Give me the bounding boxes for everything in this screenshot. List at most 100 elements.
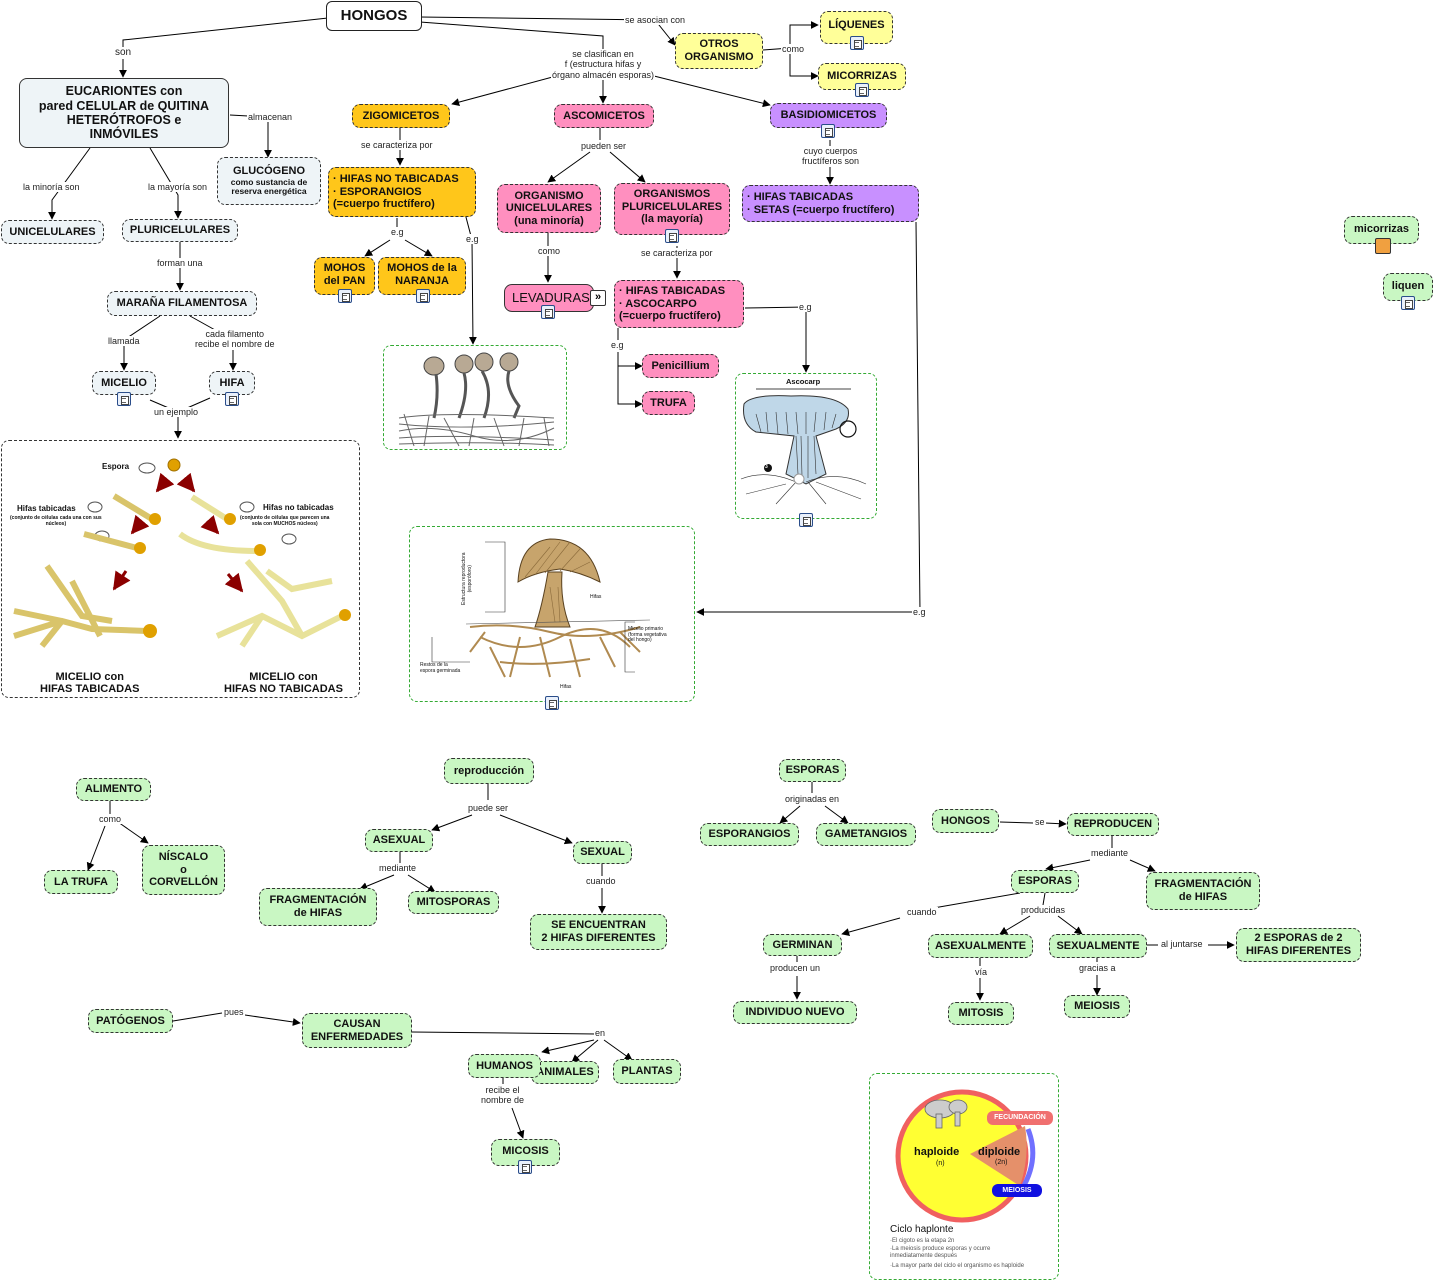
node-individuo-nuevo[interactable]: INDIVIDUO NUEVO bbox=[733, 1001, 857, 1024]
panel-ascocarp-image[interactable]: Ascocarp 3 bbox=[735, 373, 877, 519]
node-causan[interactable]: CAUSAN ENFERMEDADES bbox=[302, 1013, 412, 1048]
node-animales[interactable]: ANIMALES bbox=[531, 1061, 599, 1084]
label-hifas-b: Hifas bbox=[560, 684, 572, 690]
node-mohos-naranja[interactable]: MOHOS de la NARANJA bbox=[378, 257, 466, 295]
link-label: puede ser bbox=[467, 803, 510, 814]
node-fragmentacion-2[interactable]: FRAGMENTACIÓN de HIFAS bbox=[1146, 872, 1260, 910]
label-haploide-n: (n) bbox=[936, 1160, 945, 1167]
note-icon[interactable] bbox=[850, 36, 864, 50]
note-icon[interactable] bbox=[799, 513, 813, 527]
node-hifa[interactable]: HIFA bbox=[209, 371, 255, 395]
node-basidiomicetos[interactable]: BASIDIOMICETOS bbox=[770, 103, 887, 128]
note-icon[interactable] bbox=[518, 1160, 532, 1174]
node-germinan[interactable]: GERMINAN bbox=[763, 934, 842, 956]
node-ascomicetos[interactable]: ASCOMICETOS bbox=[554, 104, 654, 128]
node-reproducen[interactable]: REPRODUCEN bbox=[1067, 813, 1159, 836]
link-label: como bbox=[537, 246, 562, 257]
note-icon[interactable] bbox=[338, 289, 352, 303]
node-trufa[interactable]: TRUFA bbox=[642, 391, 695, 415]
node-asexualmente[interactable]: ASEXUALMENTE bbox=[928, 934, 1033, 958]
node-org-unicelulares[interactable]: ORGANISMO UNICELULARES (una minoría) bbox=[497, 184, 601, 233]
note-icon[interactable] bbox=[665, 229, 679, 243]
node-alimento[interactable]: ALIMENTO bbox=[76, 778, 151, 801]
note-icon[interactable] bbox=[225, 392, 239, 406]
node-penicillium[interactable]: Penicillium bbox=[642, 354, 719, 378]
link-label: mediante bbox=[1090, 848, 1130, 859]
node-gametangios[interactable]: GAMETANGIOS bbox=[816, 823, 916, 846]
link-label: en bbox=[594, 1028, 607, 1039]
label-hifas-tabicadas: Hifas tabicadas bbox=[17, 504, 76, 513]
node-patogenos[interactable]: PATÓGENOS bbox=[88, 1009, 173, 1033]
node-sexual[interactable]: SEXUAL bbox=[573, 841, 632, 864]
node-sexualmente[interactable]: SEXUALMENTE bbox=[1049, 934, 1147, 958]
link-label: e.g bbox=[798, 302, 813, 313]
label-ascocarp: Ascocarp bbox=[786, 377, 821, 386]
label-cycle-line-3: ·La mayor parte del ciclo el organismo e… bbox=[890, 1263, 1025, 1269]
node-eucariontes[interactable]: EUCARIONTES con pared CELULAR de QUITINA… bbox=[19, 78, 229, 148]
link-label: mediante bbox=[378, 863, 418, 874]
link-label: cada filamento recibe el nombre de bbox=[194, 329, 276, 350]
node-dos-esporas[interactable]: 2 ESPORAS de 2 HIFAS DIFERENTES bbox=[1236, 928, 1361, 962]
note-icon[interactable] bbox=[117, 392, 131, 406]
node-esporas-2[interactable]: ESPORAS bbox=[1011, 870, 1079, 893]
link-label: recibe el nombre de bbox=[480, 1085, 526, 1106]
node-esporangios[interactable]: ESPORANGIOS bbox=[700, 823, 799, 846]
node-otros-organismo[interactable]: OTROS ORGANISMO bbox=[675, 33, 763, 69]
label-restos-espora: Restos de la espora germinada bbox=[420, 662, 461, 674]
label-micelio-no-tabicadas: MICELIO con HIFAS NO TABICADAS bbox=[224, 671, 343, 696]
node-asexual[interactable]: ASEXUAL bbox=[365, 829, 433, 852]
link-label: e.g bbox=[912, 607, 927, 618]
node-plantas[interactable]: PLANTAS bbox=[613, 1059, 681, 1084]
node-hongos-2[interactable]: HONGOS bbox=[932, 809, 999, 833]
note-icon[interactable] bbox=[1375, 238, 1391, 254]
node-org-pluricelulares[interactable]: ORGANISMOS PLURICELULARES (la mayoría) bbox=[614, 183, 730, 235]
node-fragmentacion-1[interactable]: FRAGMENTACIÓN de HIFAS bbox=[259, 888, 377, 926]
expand-icon[interactable]: » bbox=[590, 290, 606, 306]
node-unicelulares[interactable]: UNICELULARES bbox=[1, 220, 104, 244]
node-niscalo[interactable]: NÍSCALO o CORVELLÓN bbox=[142, 845, 225, 895]
note-icon[interactable] bbox=[416, 289, 430, 303]
link-label: se bbox=[1034, 817, 1046, 828]
node-hongos[interactable]: HONGOS bbox=[326, 1, 422, 31]
haplont-cycle-diagram bbox=[895, 1089, 1036, 1223]
node-pluricelulares[interactable]: PLURICELULARES bbox=[122, 219, 238, 242]
node-micelio[interactable]: MICELIO bbox=[92, 371, 156, 395]
link-label: cuando bbox=[585, 876, 617, 887]
node-glucogeno[interactable]: GLUCÓGENO como sustancia de reserva ener… bbox=[217, 157, 321, 205]
label-ciclo-haplonte: Ciclo haplonte bbox=[890, 1224, 954, 1235]
link-label: e.g bbox=[465, 234, 480, 245]
node-micorrizas-small[interactable]: micorrizas bbox=[1344, 216, 1419, 244]
link-label: originadas en bbox=[784, 794, 841, 805]
node-marana[interactable]: MARAÑA FILAMENTOSA bbox=[107, 291, 257, 316]
link-label: al juntarse bbox=[1160, 939, 1204, 950]
note-icon[interactable] bbox=[821, 124, 835, 138]
node-mitosporas[interactable]: MITOSPORAS bbox=[408, 891, 499, 914]
link-label: pues bbox=[223, 1007, 245, 1018]
node-la-trufa[interactable]: LA TRUFA bbox=[44, 870, 118, 894]
node-asco-caracteristicas[interactable]: · HIFAS TABICADAS · ASCOCARPO (=cuerpo f… bbox=[614, 280, 744, 328]
node-esporas-top[interactable]: ESPORAS bbox=[779, 759, 846, 782]
node-humanos[interactable]: HUMANOS bbox=[468, 1054, 541, 1078]
link-label: son bbox=[114, 47, 133, 59]
link-label: e.g bbox=[610, 340, 625, 351]
node-mitosis[interactable]: MITOSIS bbox=[948, 1002, 1014, 1025]
panel-haplont-cycle[interactable]: FECUNDACIÓN MEIOSIS haploide (n) diploid… bbox=[869, 1073, 1059, 1280]
node-se-encuentran[interactable]: SE ENCUENTRAN 2 HIFAS DIFERENTES bbox=[530, 914, 667, 950]
panel-zygomycete-image[interactable] bbox=[383, 345, 567, 450]
node-levaduras[interactable]: LEVADURAS bbox=[504, 284, 594, 312]
node-meiosis[interactable]: MEIOSIS bbox=[1064, 995, 1130, 1018]
note-icon[interactable] bbox=[1401, 296, 1415, 310]
panel-hyphae-illustration[interactable]: Espora Hifas tabicadas (conjunto de célu… bbox=[1, 440, 360, 698]
meiosis-badge: MEIOSIS bbox=[992, 1184, 1042, 1197]
node-basidio-caracteristicas[interactable]: · HIFAS TABICADAS · SETAS (=cuerpo fruct… bbox=[742, 185, 919, 222]
node-zigo-caracteristicas[interactable]: · HIFAS NO TABICADAS · ESPORANGIOS (=cue… bbox=[328, 167, 476, 217]
note-icon[interactable] bbox=[545, 696, 559, 710]
node-reproduccion[interactable]: reproducción bbox=[444, 758, 534, 784]
label-diploide-n: (2n) bbox=[995, 1159, 1008, 1166]
panel-mushroom-image[interactable]: Estructura reproductora (esporóforo) Hif… bbox=[409, 526, 695, 702]
node-mohos-pan[interactable]: MOHOS del PAN bbox=[314, 257, 375, 295]
node-zigomicetos[interactable]: ZIGOMICETOS bbox=[352, 104, 450, 128]
label-micelio-primario: Micelio primario (forma vegetativa del h… bbox=[628, 626, 667, 643]
note-icon[interactable] bbox=[855, 83, 869, 97]
note-icon[interactable] bbox=[541, 305, 555, 319]
